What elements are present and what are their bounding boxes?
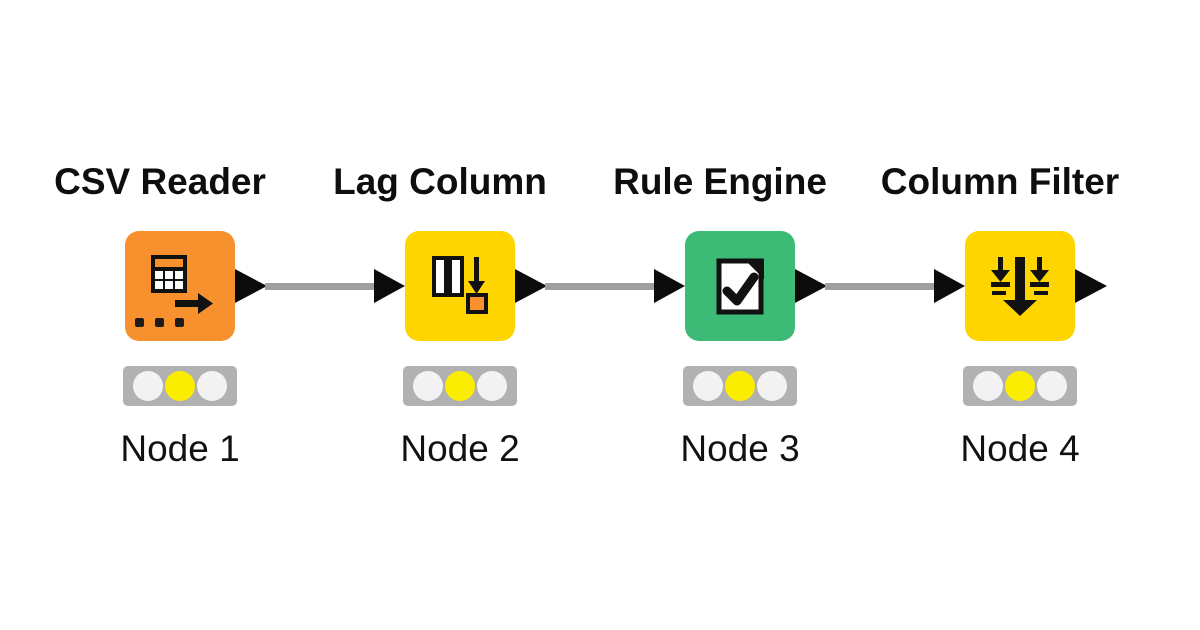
node-2-input-port[interactable] <box>374 269 405 303</box>
status-traffic-light <box>963 366 1077 406</box>
node-body-rule-engine[interactable] <box>685 231 795 341</box>
node-title: Column Filter <box>880 161 1120 202</box>
node-label: Node 2 <box>400 428 520 469</box>
status-light-red-off <box>973 371 1003 401</box>
connection-node2-node3[interactable] <box>545 283 655 290</box>
node-1-output-port[interactable] <box>235 269 267 303</box>
status-light-green-off <box>477 371 507 401</box>
status-light-red-off <box>693 371 723 401</box>
node-body-csv-reader[interactable] <box>125 231 235 341</box>
node-4-output-port[interactable] <box>1075 269 1107 303</box>
status-light-yellow-on <box>165 371 195 401</box>
document-with-checkmark-icon <box>716 258 764 315</box>
status-light-green-off <box>757 371 787 401</box>
status-light-yellow-on <box>445 371 475 401</box>
status-light-green-off <box>1037 371 1067 401</box>
node-title: Lag Column <box>333 161 547 202</box>
status-traffic-light <box>683 366 797 406</box>
connection-node3-node4[interactable] <box>825 283 935 290</box>
node-2-output-port[interactable] <box>515 269 547 303</box>
filter-down-arrows-icon <box>991 257 1049 316</box>
node-3-output-port[interactable] <box>795 269 827 303</box>
table-with-export-arrow-and-ellipsis-icon <box>135 255 213 327</box>
node-title: Rule Engine <box>613 161 827 202</box>
status-traffic-light <box>123 366 237 406</box>
node-label: Node 1 <box>120 428 240 469</box>
status-light-yellow-on <box>1005 371 1035 401</box>
status-light-red-off <box>413 371 443 401</box>
status-light-green-off <box>197 371 227 401</box>
node-3-input-port[interactable] <box>654 269 685 303</box>
node-4-input-port[interactable] <box>934 269 965 303</box>
columns-with-down-arrow-and-square-icon <box>432 256 488 314</box>
status-light-red-off <box>133 371 163 401</box>
node-label: Node 4 <box>960 428 1080 469</box>
status-traffic-light <box>403 366 517 406</box>
connection-node1-node2[interactable] <box>265 283 375 290</box>
node-title: CSV Reader <box>54 161 266 202</box>
status-light-yellow-on <box>725 371 755 401</box>
node-label: Node 3 <box>680 428 800 469</box>
node-body-lag-column[interactable] <box>405 231 515 341</box>
node-body-column-filter[interactable] <box>965 231 1075 341</box>
